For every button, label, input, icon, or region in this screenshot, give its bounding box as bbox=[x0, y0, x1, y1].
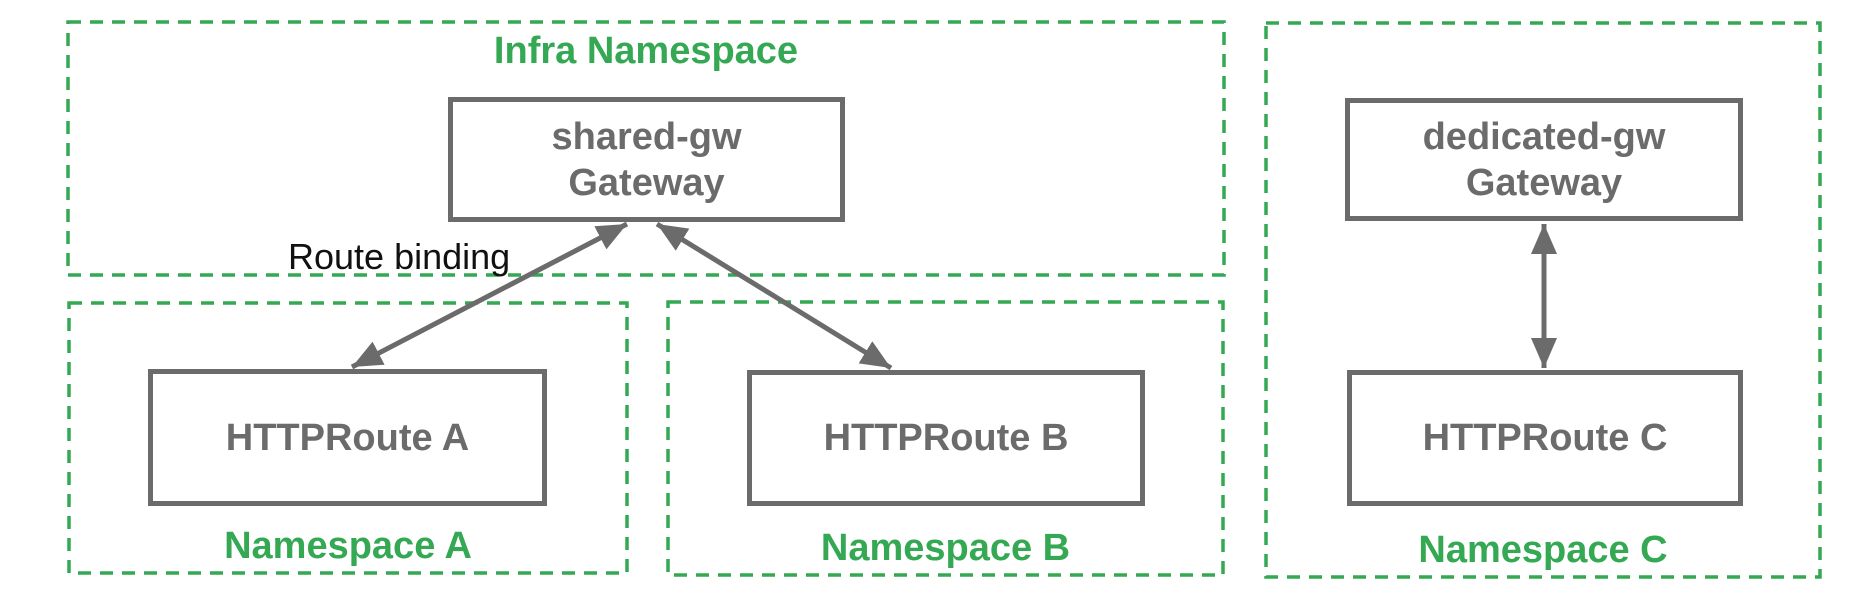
httproute-b-label: HTTPRoute B bbox=[823, 417, 1069, 459]
namespace-c-title: Namespace C bbox=[1418, 529, 1668, 571]
dedicated-gw-gateway-kind: Gateway bbox=[1465, 161, 1623, 204]
route-binding-label: Route binding bbox=[288, 236, 511, 277]
httproute-a-label: HTTPRoute A bbox=[225, 416, 470, 459]
shared-gw-gateway-node: shared-gw Gateway bbox=[448, 97, 845, 222]
dedicated-gw-gateway-node: dedicated-gw Gateway bbox=[1345, 98, 1743, 221]
httproute-c-label: HTTPRoute C bbox=[1422, 417, 1668, 459]
namespace-b-title: Namespace B bbox=[820, 527, 1071, 569]
shared-gw-gateway-name: shared-gw bbox=[551, 115, 742, 158]
namespace-a-title: Namespace A bbox=[224, 525, 472, 567]
infra-namespace-container: Infra Namespace bbox=[68, 22, 1224, 275]
shared-gw-gateway-kind: Gateway bbox=[568, 161, 725, 204]
dedicated-gw-gateway-name: dedicated-gw bbox=[1422, 115, 1666, 158]
httproute-b-node: HTTPRoute B bbox=[747, 370, 1145, 506]
httproute-c-node: HTTPRoute C bbox=[1347, 370, 1743, 506]
namespace-b-container: Namespace B bbox=[668, 302, 1223, 575]
namespace-a-container: Namespace A bbox=[69, 303, 627, 573]
namespace-c-container: Namespace C bbox=[1266, 23, 1820, 577]
infra-namespace-title: Infra Namespace bbox=[493, 30, 799, 72]
httproute-a-node: HTTPRoute A bbox=[148, 369, 547, 506]
